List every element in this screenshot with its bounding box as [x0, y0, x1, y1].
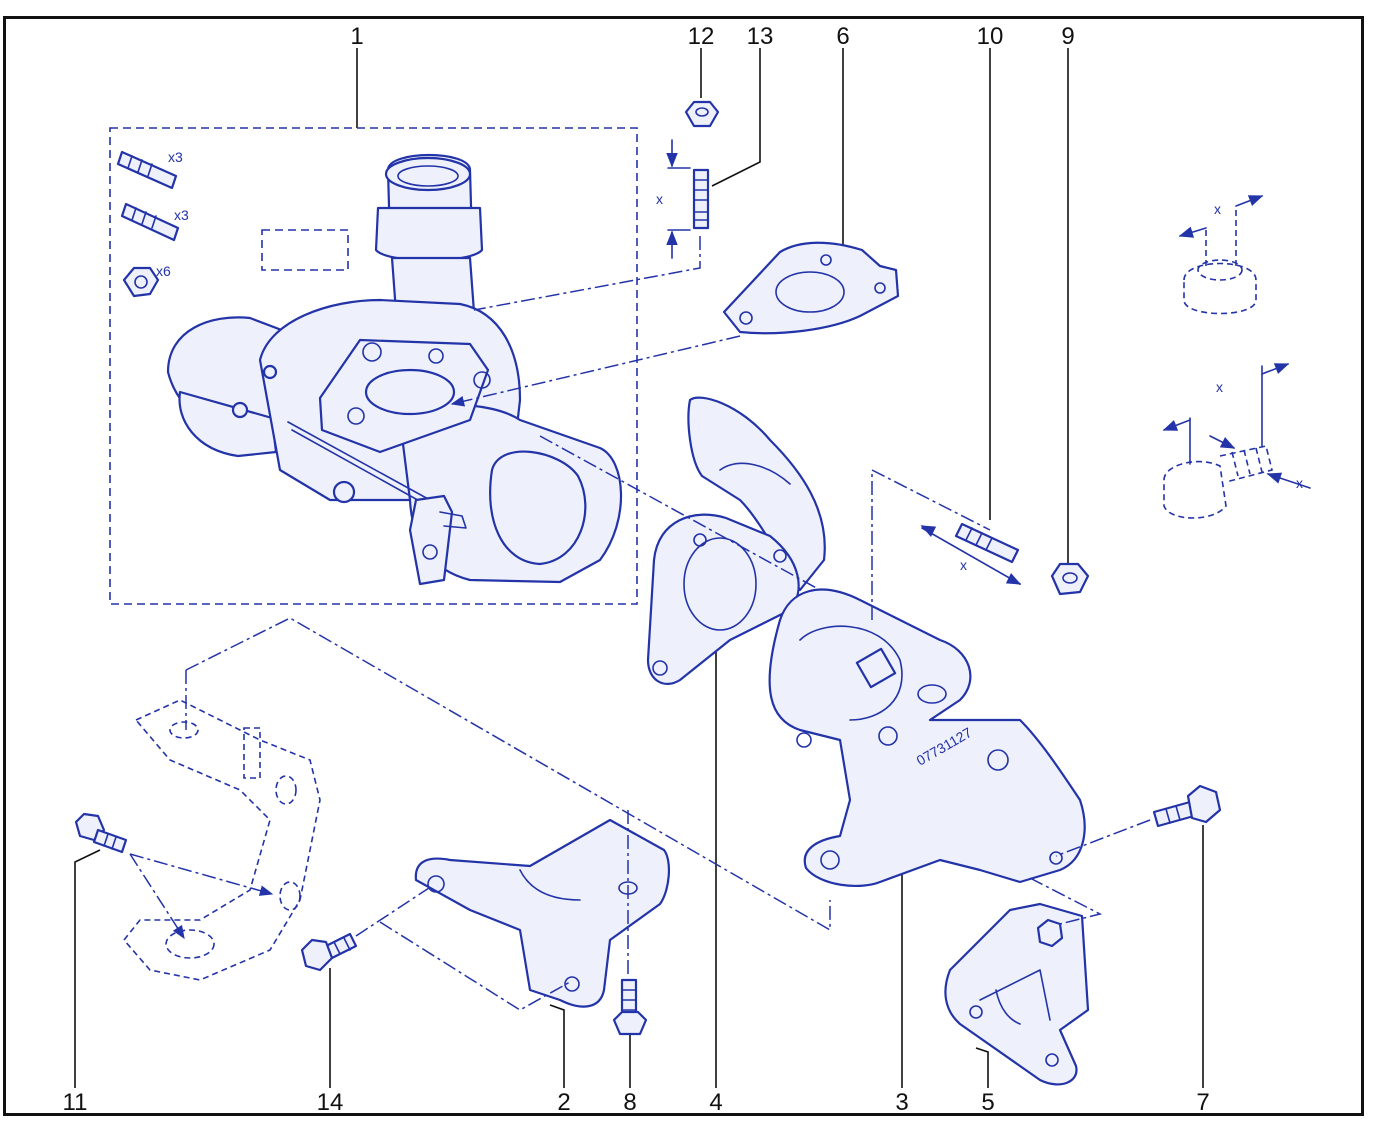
callout-6: 6 — [836, 23, 849, 50]
bolt-dimension-legend: x x — [1162, 363, 1311, 519]
stud-13 — [692, 168, 710, 230]
callout-9: 9 — [1061, 23, 1074, 50]
callout-7: 7 — [1196, 1089, 1209, 1116]
turbocharger — [166, 153, 623, 586]
assembly-axis-bolt-7 — [1055, 819, 1151, 857]
assembly-axis-stud — [473, 236, 701, 311]
nut-9 — [1050, 562, 1090, 596]
dimension-stud-13: x — [656, 139, 691, 259]
bolt-8 — [612, 978, 648, 1036]
callout-numbers: 1 12 13 6 10 9 11 14 2 8 4 3 5 7 — [63, 23, 1210, 1116]
callout-11: 11 — [63, 1089, 88, 1116]
stud-10 — [954, 522, 1020, 564]
dimension-label-nut: x — [1214, 201, 1221, 217]
dimension-label-13: x — [656, 191, 663, 207]
qty-nuts: x6 — [156, 263, 171, 279]
assembly-axis-bolt-11-b — [129, 853, 185, 940]
callout-5: 5 — [981, 1089, 994, 1116]
kit-studs-b: x3 — [120, 202, 189, 242]
assembly-axis-bolt-14 — [355, 885, 433, 937]
bracket-5 — [944, 902, 1090, 1086]
callout-1: 1 — [350, 23, 363, 50]
callout-4: 4 — [709, 1089, 722, 1116]
callout-12: 12 — [688, 23, 715, 50]
callout-3: 3 — [895, 1089, 908, 1116]
label-placeholder-box — [261, 229, 349, 271]
callout-13: 13 — [747, 23, 774, 50]
callout-14: 14 — [317, 1089, 344, 1116]
kit-nuts: x6 — [122, 263, 171, 298]
kit-studs-a: x3 — [116, 149, 183, 190]
callout-8: 8 — [623, 1089, 636, 1116]
callout-10: 10 — [977, 23, 1004, 50]
heat-shield — [687, 396, 826, 592]
exhaust-manifold-3: 07731127 — [768, 588, 1086, 888]
assembly-axis-bolt-11-a — [129, 853, 274, 896]
assembly-axis-bracket-2 — [379, 921, 571, 1011]
assembly-axis-bracket-5 — [1029, 877, 1103, 925]
assembly-axis-stud-10 — [871, 468, 991, 620]
dimension-label-10: x — [960, 557, 967, 573]
gasket-6 — [722, 241, 900, 335]
ghost-bracket — [122, 699, 321, 981]
assembly-axis-manifold — [539, 435, 821, 591]
assembly-axis-support — [185, 617, 831, 932]
diagram-frame — [3, 16, 1364, 1116]
dimension-stud-10: x — [920, 525, 1022, 585]
nut-12 — [684, 100, 720, 128]
qty-studs-b: x3 — [174, 207, 189, 223]
dimension-label-bolt-length: x — [1216, 379, 1223, 395]
bolt-11 — [74, 812, 128, 854]
bracket-2 — [414, 818, 670, 1008]
callout-2: 2 — [557, 1089, 570, 1116]
qty-studs-a: x3 — [168, 149, 183, 165]
bolt-7 — [1152, 784, 1222, 828]
nut-dimension-legend: x — [1178, 195, 1264, 315]
bolt-14 — [300, 932, 358, 972]
dimension-label-bolt-thread: x — [1296, 475, 1303, 491]
turbo-kit-boundary — [109, 127, 638, 605]
